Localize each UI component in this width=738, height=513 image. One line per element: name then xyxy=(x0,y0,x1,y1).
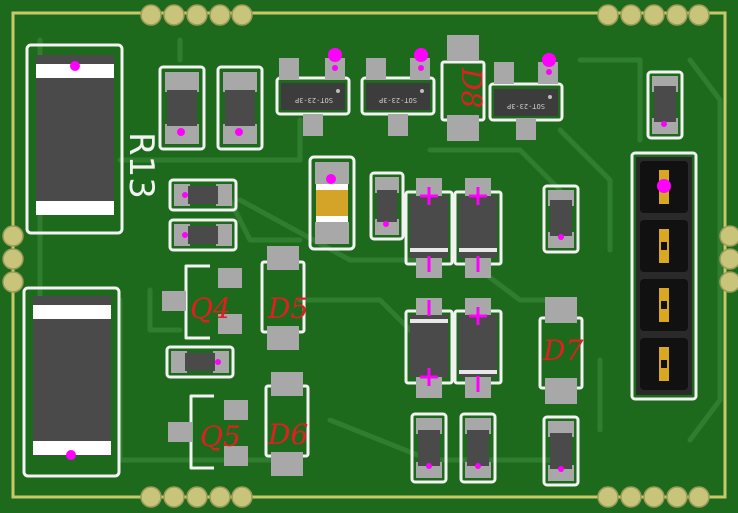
capacitor-top-left-1[interactable] xyxy=(158,65,206,151)
capacitor-top-left-2[interactable] xyxy=(216,65,264,151)
capacitor-right-mid[interactable] xyxy=(542,184,580,254)
diode-d5[interactable]: D5 xyxy=(260,246,308,350)
diode-d6[interactable]: D6 xyxy=(264,372,310,476)
diode-d7[interactable]: D7 xyxy=(538,297,584,404)
smd-diode-1[interactable] xyxy=(404,178,454,278)
capacitor-horizontal-3[interactable] xyxy=(165,345,235,379)
d5-ref-label: D5 xyxy=(267,292,308,325)
transistor-q5[interactable]: Q5 xyxy=(168,394,248,470)
capacitor-horizontal-1[interactable] xyxy=(168,178,238,212)
capacitor-top-right[interactable] xyxy=(646,70,684,140)
capacitor-horizontal-2[interactable] xyxy=(168,218,238,252)
smd-diode-3[interactable] xyxy=(404,298,454,398)
tantalum-capacitor[interactable] xyxy=(308,155,356,251)
sot23-part-a[interactable]: SOT-23-3P xyxy=(275,48,351,136)
r13-silk-label: R13 xyxy=(121,132,161,199)
smd-diode-2[interactable] xyxy=(453,178,503,278)
sot-b-mark: SOT-23-3P xyxy=(379,96,417,104)
resistor-large-bottom[interactable] xyxy=(22,286,121,478)
pin-header-4[interactable] xyxy=(630,151,698,401)
capacitor-bottom-2[interactable] xyxy=(459,412,497,484)
smd-diode-4[interactable] xyxy=(453,298,503,398)
d8-ref-label: D8 xyxy=(455,67,488,108)
sot23-part-c[interactable]: SOT-23-3P xyxy=(488,53,564,140)
d6-ref-label: D6 xyxy=(267,418,308,451)
q4-ref-label: Q4 xyxy=(190,292,231,325)
capacitor-bottom-3[interactable] xyxy=(542,415,580,487)
sot-c-mark: SOT-23-3P xyxy=(507,102,545,110)
capacitor-bottom-1[interactable] xyxy=(410,412,448,484)
edge-vias xyxy=(2,4,738,508)
diode-d8[interactable]: D8 xyxy=(440,35,488,141)
resistor-r13-top[interactable] xyxy=(25,43,124,235)
transistor-q4[interactable]: Q4 xyxy=(162,264,242,340)
sot-a-mark: SOT-23-3P xyxy=(295,96,333,104)
sot23-part-b[interactable]: SOT-23-3P xyxy=(360,48,436,136)
d7-ref-label: D7 xyxy=(542,334,583,367)
capacitor-mid-1[interactable] xyxy=(369,171,405,241)
q5-ref-label: Q5 xyxy=(200,420,241,453)
